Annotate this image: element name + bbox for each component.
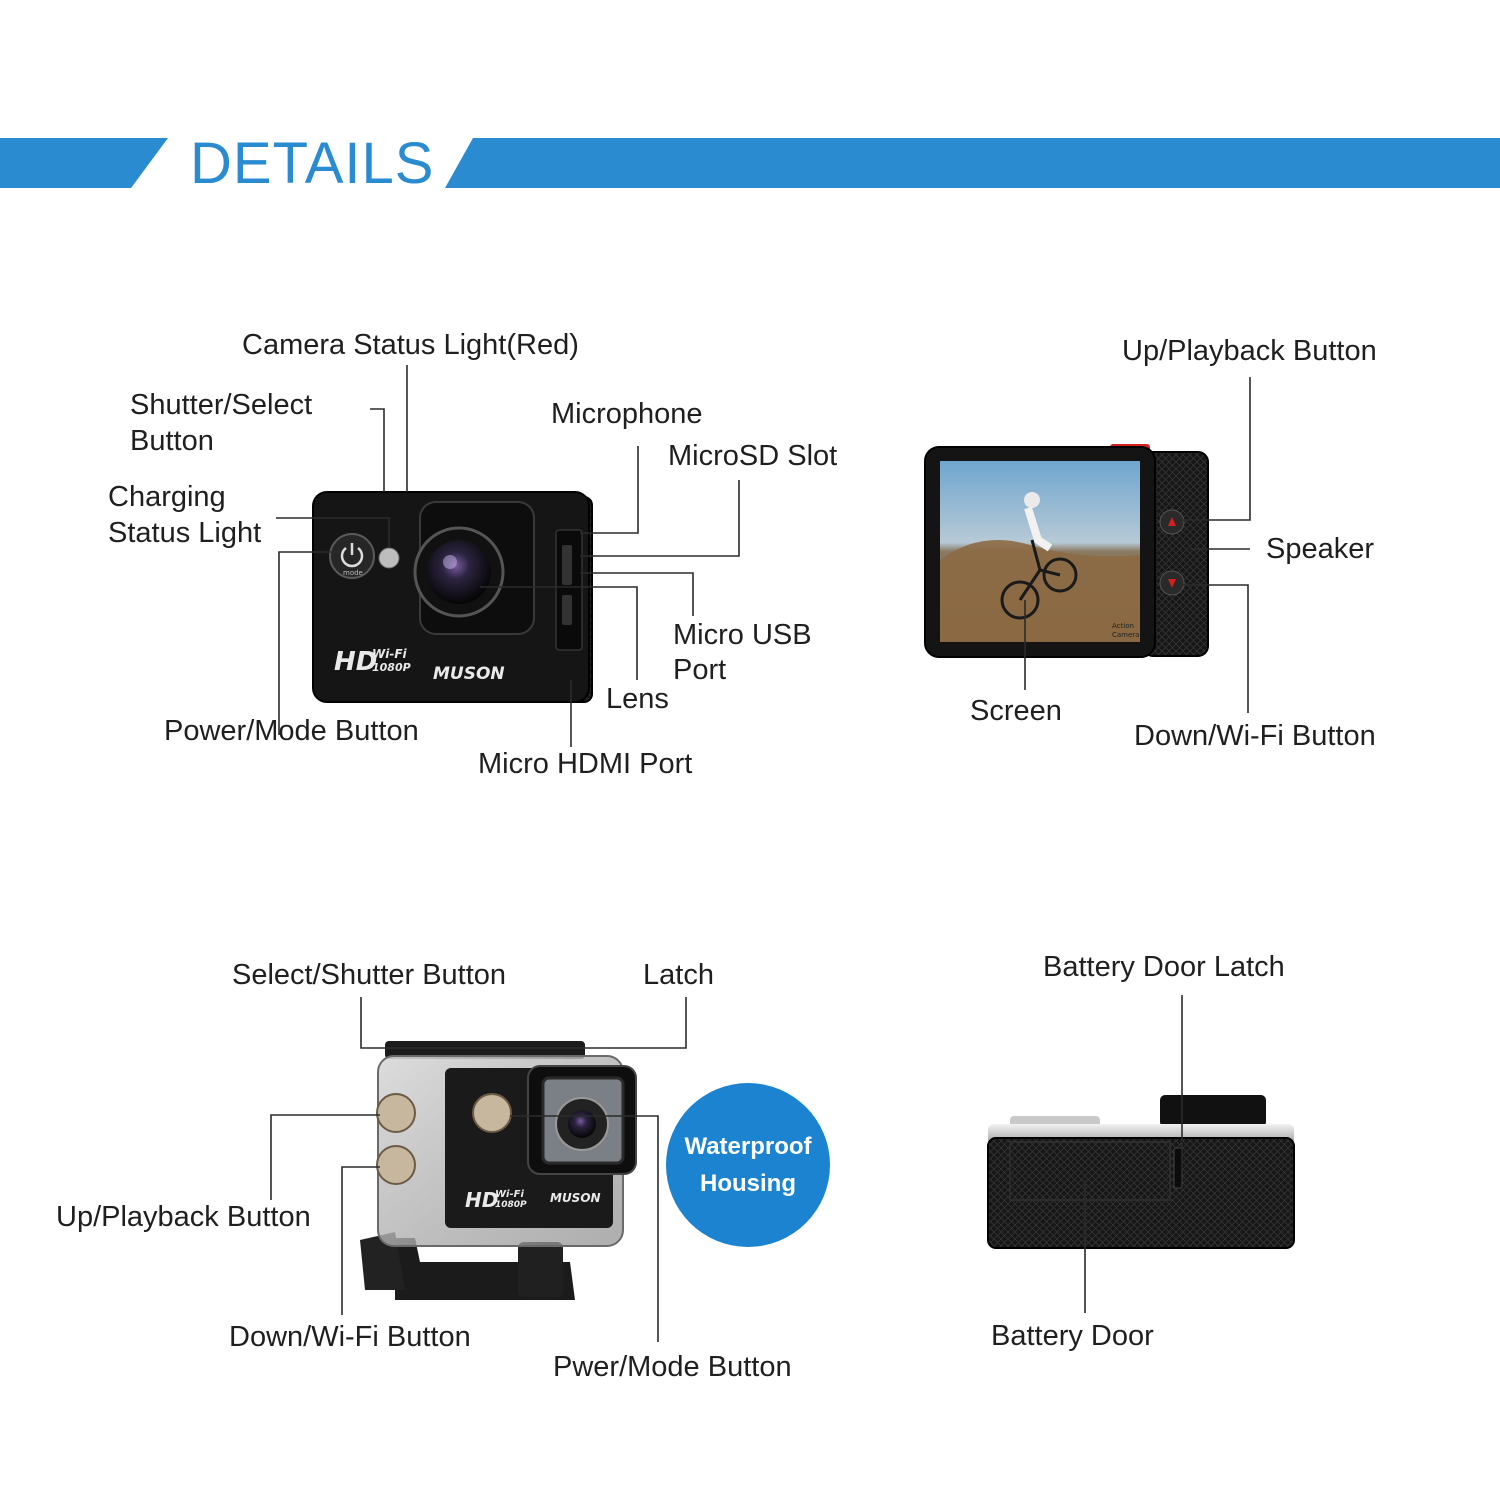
label-camera-status-light: Camera Status Light(Red) [242, 329, 579, 361]
label-screen: Screen [970, 695, 1062, 727]
housing-brand-marking: MUSON [550, 1191, 601, 1205]
label-micro-usb-1: Micro USB [673, 619, 812, 651]
housing-power-button [472, 1093, 512, 1133]
page-title: DETAILS [190, 131, 435, 196]
screen-text-2: Camera [1112, 631, 1139, 639]
label-power-mode: Power/Mode Button [164, 715, 419, 747]
label-battery-door-latch: Battery Door Latch [1043, 951, 1285, 983]
badge-line-2: Housing [700, 1170, 796, 1197]
waterproof-housing-badge: Waterproof Housing [666, 1083, 830, 1247]
power-icon [340, 547, 364, 568]
label-lens: Lens [606, 683, 669, 715]
lens-glass [427, 540, 491, 604]
label-up-playback-housing: Up/Playback Button [56, 1201, 311, 1233]
charging-light-shape [378, 547, 400, 569]
screen-bike-wheel [1000, 580, 1040, 620]
label-up-playback-back: Up/Playback Button [1122, 335, 1377, 367]
up-arrow-icon [1168, 517, 1176, 526]
label-micro-usb-2: Port [673, 654, 727, 686]
hd-marking: HD [334, 647, 377, 677]
battery-door-latch-shape [1173, 1147, 1183, 1189]
label-charging-1: Charging [108, 481, 226, 513]
label-speaker: Speaker [1266, 533, 1375, 565]
badge-line-1: Waterproof [684, 1133, 812, 1160]
mode-marking: mode [343, 569, 363, 577]
housing-camera: HD Wi-Fi 1080P MUSON [360, 1041, 637, 1300]
wifi-marking: Wi-Fi [372, 647, 408, 661]
screen-rider-helmet [1024, 492, 1040, 508]
front-camera: HD Wi-Fi 1080P MUSON mode [312, 491, 593, 703]
resolution-marking: 1080P [372, 661, 411, 674]
housing-resolution-marking: 1080P [495, 1200, 527, 1210]
label-pwer-mode: Pwer/Mode Button [553, 1351, 792, 1383]
label-microsd-slot: MicroSD Slot [668, 440, 838, 472]
label-micro-hdmi: Micro HDMI Port [478, 748, 693, 780]
usb-port-shape [562, 595, 572, 625]
housing-down-button [376, 1145, 416, 1185]
battery-camera [987, 1095, 1295, 1249]
screen-text-1: Action [1112, 622, 1134, 630]
label-shutter-select-2: Button [130, 425, 214, 457]
brand-marking: MUSON [433, 664, 505, 684]
microsd-slot-shape [562, 545, 572, 585]
label-down-wifi-housing: Down/Wi-Fi Button [229, 1321, 471, 1353]
label-charging-2: Status Light [108, 517, 262, 549]
label-select-shutter: Select/Shutter Button [232, 959, 507, 991]
label-down-wifi-back: Down/Wi-Fi Button [1134, 720, 1376, 752]
housing-hd-marking: HD [465, 1188, 498, 1212]
label-shutter-select-1: Shutter/Select [130, 389, 313, 421]
housing-wifi-marking: Wi-Fi [495, 1189, 524, 1200]
down-arrow-icon [1168, 579, 1176, 588]
label-microphone: Microphone [551, 398, 703, 430]
housing-up-button [376, 1093, 416, 1133]
battery-cam-body [987, 1137, 1295, 1249]
battery-door-shape [1009, 1141, 1171, 1201]
battery-cam-lens [1160, 1095, 1266, 1127]
label-battery-door: Battery Door [991, 1320, 1154, 1352]
label-latch: Latch [643, 959, 714, 991]
screen-terrain [940, 540, 1140, 642]
header-band-right [445, 138, 1500, 188]
back-camera: Action Camera [924, 444, 1209, 658]
